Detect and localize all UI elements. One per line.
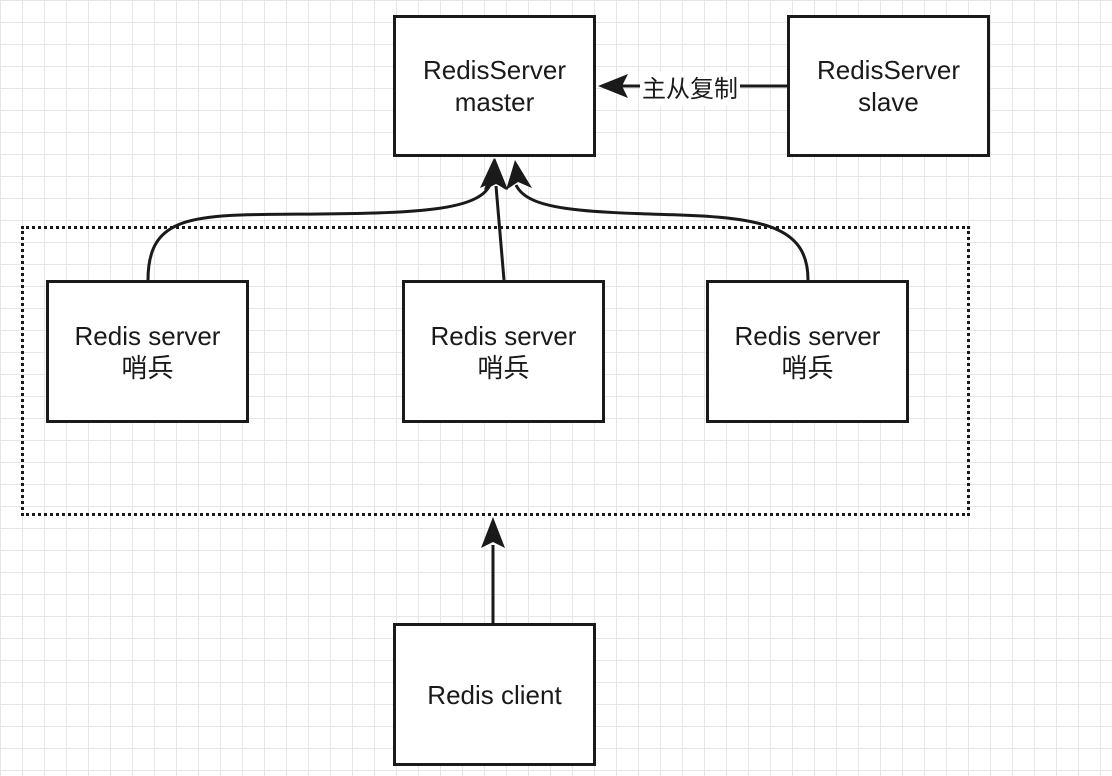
arrowhead-client [481,517,505,548]
master-node[interactable]: RedisServer master [393,15,596,157]
sentinel-2-title: Redis server [430,320,577,351]
slave-title: RedisServer [816,55,961,85]
replication-label: 主从复制 [640,72,740,106]
arrowhead-replication [598,74,628,98]
edge-sentinel-1-to-master [146,184,492,281]
client-node[interactable]: Redis client [393,623,596,766]
slave-node[interactable]: RedisServer slave [787,15,990,157]
slave-role: slave [858,87,919,117]
sentinel-1-role: 哨兵 [121,352,174,383]
master-role: master [454,87,535,117]
edge-sentinel-3-to-master [514,184,810,281]
sentinel-3-role: 哨兵 [781,352,834,383]
arrowhead-sentinel-3 [506,160,532,190]
sentinel-node-3[interactable]: Redis server 哨兵 [706,280,909,423]
sentinel-2-role: 哨兵 [477,352,530,383]
sentinel-group-box [21,226,970,516]
edge-sentinel-2-to-master [494,185,506,281]
sentinel-node-1[interactable]: Redis server 哨兵 [46,280,249,423]
sentinel-1-title: Redis server [74,320,221,351]
sentinel-3-title: Redis server [734,320,881,351]
sentinel-node-2[interactable]: Redis server 哨兵 [402,280,605,423]
client-label: Redis client [427,679,562,710]
arrowhead-sentinel-2 [484,158,508,190]
master-title: RedisServer [422,55,567,85]
